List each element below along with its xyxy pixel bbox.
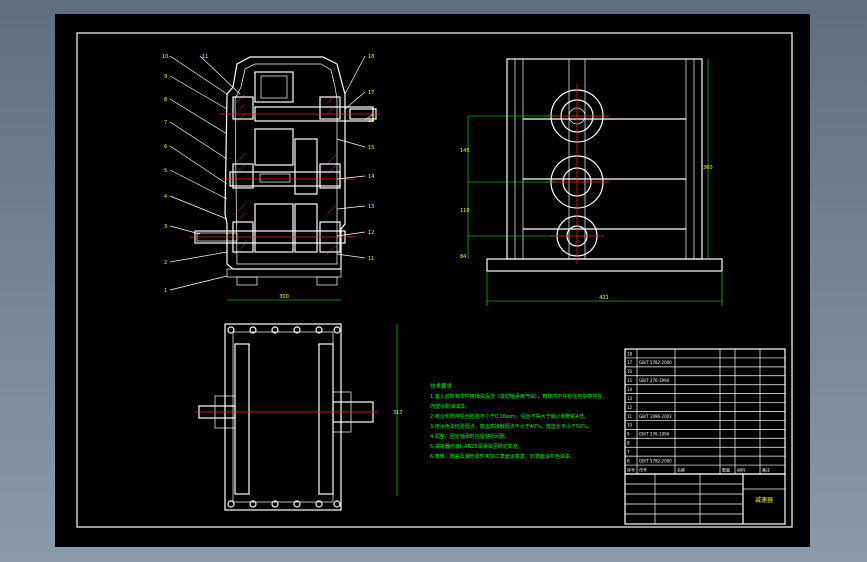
technical-requirements: 技术要求 1.装入前所有零件用煤油清洗（滚动轴承用汽油），箱体内不许有任何杂物存…	[430, 382, 607, 460]
part-label: 7	[164, 120, 167, 126]
side-view: 421 360 145 110 84	[460, 58, 723, 306]
part-label: 8	[164, 97, 167, 103]
part-label: 11	[368, 256, 374, 262]
bom-cell: 16	[627, 369, 633, 374]
bom-cell: 7	[627, 449, 630, 454]
part-label: 16	[368, 118, 374, 124]
part-label: 14	[368, 174, 374, 180]
part-label: 1	[164, 288, 167, 294]
bom-header-cell: 代号	[639, 466, 647, 472]
bom-header-cell: 备注	[762, 466, 770, 472]
bom-header-cell: 材料	[737, 466, 745, 472]
top-view: 317	[195, 323, 403, 511]
dim-side-c: 84	[460, 254, 466, 260]
drawing-sheet[interactable]: 300 10 9 8 7 6 5 4 3	[55, 14, 810, 547]
bom-cell: 14	[627, 387, 633, 392]
title-block: 减速器	[624, 473, 786, 525]
drawing-frame	[76, 32, 793, 528]
part-label: 6	[164, 144, 167, 150]
dim-side-a: 145	[460, 148, 470, 154]
bom-header-cell: 名称	[677, 466, 685, 472]
tech-line: 内壁涂耐油油漆。	[430, 403, 470, 410]
part-label: 18	[368, 54, 374, 60]
dim-top-height: 317	[393, 410, 403, 416]
tech-line: 2.啮合侧隙用铅丝检验不小于0.16mm，铅丝不得大于最小侧隙的4倍。	[430, 413, 589, 420]
bom-cell: 17	[627, 360, 633, 365]
bom-cell: GB/T 1096-2003	[639, 414, 672, 419]
bom-cell: GB/T 276-1994	[639, 432, 670, 437]
bom-cell: 13	[627, 396, 633, 401]
bom-header-cell: 序号	[627, 466, 635, 472]
dim-side-height: 360	[703, 165, 713, 171]
bom-cell: GB/T 276-1994	[639, 378, 670, 383]
part-label: 2	[164, 260, 167, 266]
bom-cell: 9	[627, 432, 630, 437]
bom-cell: 18	[627, 351, 633, 356]
part-label: 15	[368, 145, 374, 151]
tech-line: 1.装入前所有零件用煤油清洗（滚动轴承用汽油），箱体内不许有任何杂物存在，	[430, 393, 607, 400]
bom-cell: 6	[627, 458, 630, 463]
tech-line: 3.用涂色法检验斑点，按齿高接触斑点不小于40%，按齿长不小于50%。	[430, 423, 592, 430]
part-label: 17	[368, 90, 374, 96]
dim-side-width: 421	[599, 295, 609, 301]
dim-front-width: 300	[279, 294, 289, 300]
part-label: 3	[164, 224, 167, 230]
tech-line: 6.箱体、箱盖及其他零件未加工表面涂底漆，外表面涂灰色油漆。	[430, 453, 575, 460]
part-label: 12	[368, 230, 374, 236]
bolt-holes	[227, 326, 341, 508]
bom-cell: 10	[627, 423, 633, 428]
part-label: 9	[164, 74, 167, 80]
bom-cell: GB/T 5782-2000	[639, 458, 672, 463]
part-label: 4	[164, 194, 167, 200]
dim-side-b: 110	[460, 208, 470, 214]
drawing-canvas[interactable]: 300 10 9 8 7 6 5 4 3	[55, 14, 810, 547]
part-label: 5	[164, 168, 167, 174]
bom-cell: 8	[627, 441, 630, 446]
tech-line: 4.调整、固定轴承时应留轴向间隙。	[430, 433, 510, 440]
title-block-name: 减速器	[755, 496, 773, 504]
bom-cell: GB/T 5782-2000	[639, 360, 672, 365]
part-leaders-right: 11 18 17 16 15 14 13 12 11	[199, 54, 374, 262]
part-label: 11	[202, 54, 208, 60]
tech-title: 技术要求	[430, 382, 453, 390]
tech-line: 5.减速器内装L-AN15润滑油至规定高度。	[430, 443, 523, 450]
bom-cell: 12	[627, 405, 633, 410]
bom-cell: 11	[627, 414, 633, 419]
bom-cell: 15	[627, 378, 633, 383]
bom-header-cell: 数量	[722, 466, 730, 472]
part-label: 13	[368, 204, 374, 210]
part-leaders-left: 10 9 8 7 6 5 4 3 2 1	[162, 54, 228, 294]
part-label: 10	[162, 54, 168, 60]
